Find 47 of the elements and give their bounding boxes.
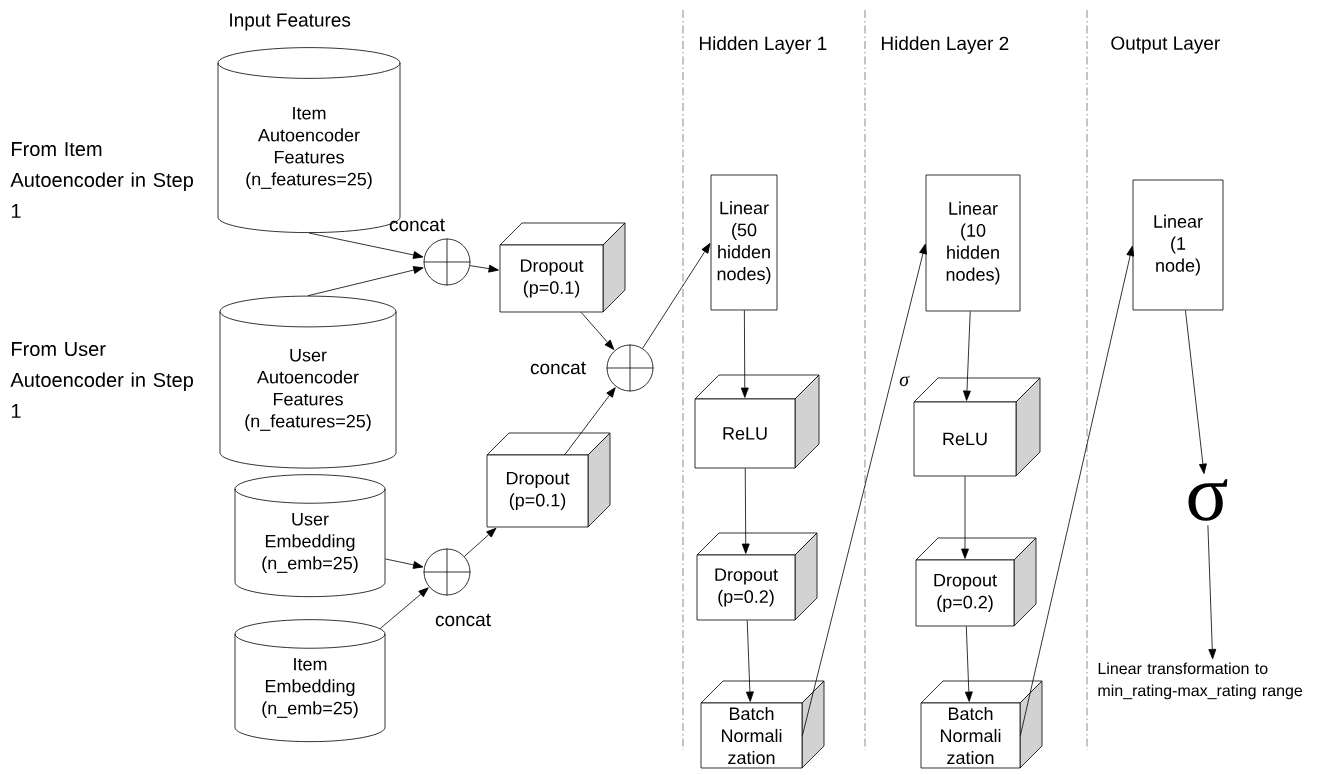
arrow bbox=[385, 558, 424, 569]
layer-box: Linear (10 hidden nodes) bbox=[925, 174, 1021, 312]
source-label: From User Autoencoder in Step 1 bbox=[10, 342, 193, 418]
arrow bbox=[469, 264, 499, 273]
arrow bbox=[802, 243, 927, 736]
arrow bbox=[964, 626, 973, 702]
arrow bbox=[564, 387, 616, 455]
layer-box: Linear (50 hidden nodes) bbox=[710, 174, 778, 311]
arrow bbox=[307, 266, 424, 297]
arrow bbox=[1207, 524, 1217, 660]
concat-label: concat bbox=[389, 218, 445, 232]
concat-circle bbox=[423, 548, 471, 596]
layer-cube: ReLU bbox=[694, 374, 820, 469]
layer-cube: Batch Normali zation bbox=[700, 680, 825, 769]
column-heading: Output Layer bbox=[1111, 36, 1220, 54]
source-label: From Item Autoencoder in Step 1 bbox=[10, 142, 193, 218]
database-cylinder: Item Embedding (n_emb=25) bbox=[234, 619, 386, 743]
sigma-symbol: σ bbox=[1188, 479, 1228, 521]
database-cylinder: User Embedding (n_emb=25) bbox=[234, 474, 386, 598]
arrow bbox=[308, 232, 424, 259]
arrow bbox=[963, 311, 971, 401]
arrow bbox=[1020, 245, 1135, 736]
edge-label: σ bbox=[898, 374, 911, 388]
layer-cube: ReLU bbox=[913, 377, 1041, 477]
column-heading: Hidden Layer 2 bbox=[881, 36, 1009, 54]
layer-cube: Dropout (p=0.2) bbox=[915, 537, 1037, 627]
concat-circle bbox=[423, 238, 471, 286]
arrow bbox=[740, 310, 749, 398]
layer-box: Linear (1 node) bbox=[1132, 179, 1224, 311]
layer-cube: Batch Normali zation bbox=[920, 680, 1043, 769]
arrow bbox=[580, 312, 615, 350]
column-heading: Hidden Layer 1 bbox=[699, 36, 827, 54]
output-note: Linear transformation to min_rating-max_rating range bbox=[1098, 662, 1303, 700]
concat-circle bbox=[606, 344, 654, 392]
arrow bbox=[961, 476, 969, 559]
arrow bbox=[741, 468, 750, 554]
concat-label: concat bbox=[530, 361, 586, 375]
concat-label: concat bbox=[435, 613, 491, 627]
database-cylinder: User Autoencoder Features (n_features=25) bbox=[219, 295, 397, 469]
arrow bbox=[745, 620, 754, 702]
arrow bbox=[464, 527, 497, 557]
arrow bbox=[1185, 310, 1207, 474]
layer-cube: Dropout (p=0.1) bbox=[486, 432, 611, 528]
arrow bbox=[379, 587, 429, 629]
layer-cube: Dropout (p=0.2) bbox=[696, 532, 818, 621]
arrow bbox=[642, 243, 711, 349]
layer-cube: Dropout (p=0.1) bbox=[499, 222, 626, 313]
